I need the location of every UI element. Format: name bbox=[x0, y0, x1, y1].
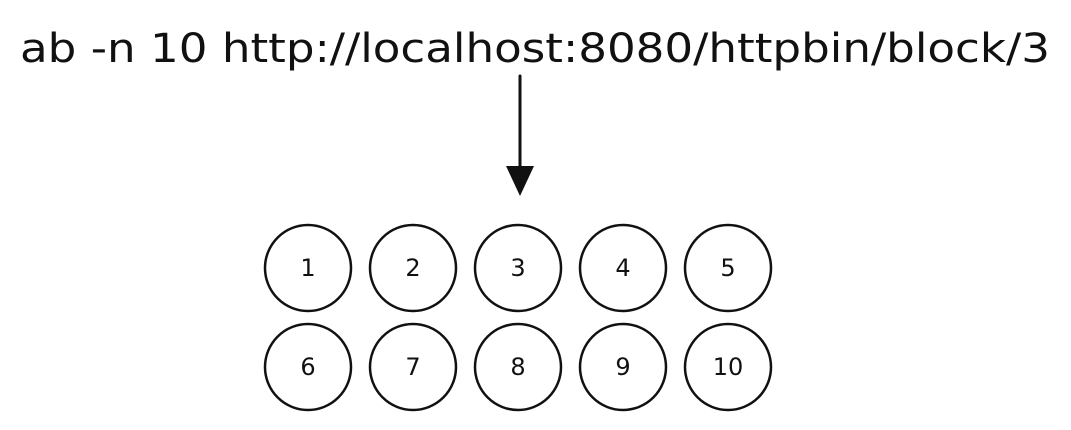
request-circle bbox=[263, 223, 353, 313]
request-label: 4 bbox=[615, 254, 630, 282]
request-label: 3 bbox=[510, 254, 525, 282]
request-label: 5 bbox=[720, 254, 735, 282]
request-node-4: 4 bbox=[578, 223, 668, 313]
request-label: 8 bbox=[510, 353, 525, 381]
request-circle bbox=[368, 223, 458, 313]
request-node-2: 2 bbox=[368, 223, 458, 313]
command-text: ab -n 10 http://localhost:8080/httpbin/b… bbox=[20, 26, 1050, 72]
request-circle bbox=[578, 223, 668, 313]
request-node-1: 1 bbox=[263, 223, 353, 313]
request-circle bbox=[683, 223, 773, 313]
request-label: 1 bbox=[300, 254, 315, 282]
request-node-8: 8 bbox=[473, 322, 563, 412]
request-node-5: 5 bbox=[683, 223, 773, 313]
request-circle bbox=[683, 322, 773, 412]
request-label: 9 bbox=[615, 353, 630, 381]
request-circle bbox=[578, 322, 668, 412]
request-node-9: 9 bbox=[578, 322, 668, 412]
request-node-10: 10 bbox=[683, 322, 773, 412]
request-node-6: 6 bbox=[263, 322, 353, 412]
request-label: 7 bbox=[405, 353, 420, 381]
request-label: 2 bbox=[405, 254, 420, 282]
flow-arrow bbox=[506, 74, 534, 196]
request-circle bbox=[473, 322, 563, 412]
request-nodes: 1 2 3 4 5 6 7 8 9 10 bbox=[263, 223, 773, 412]
request-circle bbox=[473, 223, 563, 313]
request-node-7: 7 bbox=[368, 322, 458, 412]
request-node-3: 3 bbox=[473, 223, 563, 313]
arrow-head bbox=[506, 166, 534, 196]
request-label: 10 bbox=[713, 353, 744, 381]
request-circle bbox=[263, 322, 353, 412]
request-label: 6 bbox=[300, 353, 315, 381]
request-circle bbox=[368, 322, 458, 412]
